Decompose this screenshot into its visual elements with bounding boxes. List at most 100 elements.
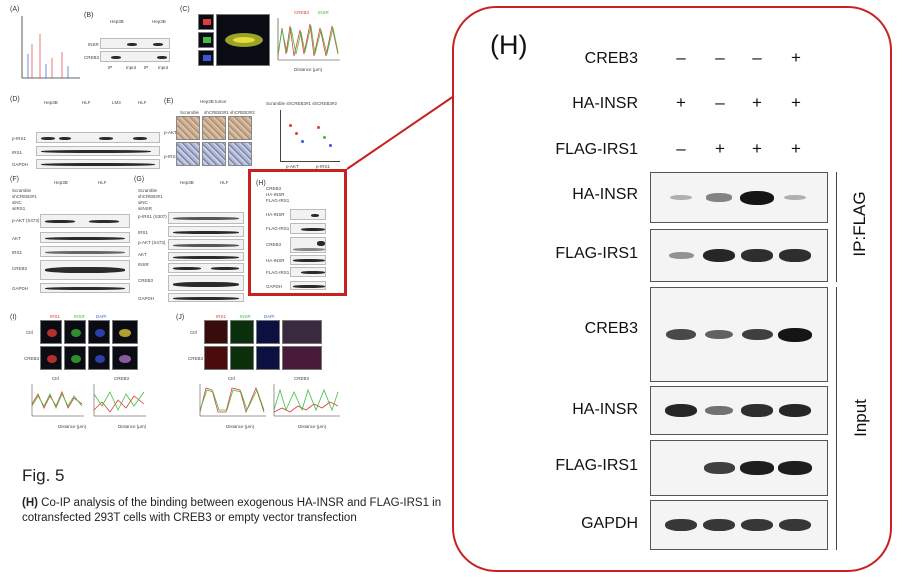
panel-e-row-pirs1: p-IRS1	[164, 154, 179, 159]
panel-j-img-7	[256, 346, 280, 370]
panel-g-row-3: p-AKT (S473)	[138, 240, 166, 245]
panel-e-header: Hep3B tumor	[200, 99, 227, 104]
panel-j-line-plots	[199, 384, 340, 417]
panel-b-footer-ip: IP	[108, 65, 113, 70]
panel-j-img-6	[230, 346, 254, 370]
panel-g-row-6: CREB3	[138, 278, 154, 283]
panel-e-ihc-1	[176, 116, 200, 140]
panel-i-img-7	[88, 346, 110, 370]
blot-band	[783, 194, 807, 201]
sign-creb3-2: –	[715, 48, 725, 67]
panel-j-ch-insr: INSR	[240, 314, 251, 319]
sign-flag-irs1-2: +	[715, 139, 725, 158]
panel-j-img-8	[282, 346, 322, 370]
panel-e-ihc-3	[228, 116, 252, 140]
panel-g-blot-2	[168, 226, 244, 237]
sign-flag-irs1-1: –	[676, 139, 686, 158]
blot-band	[703, 462, 735, 474]
blot-band	[664, 403, 698, 418]
panel-g-row-4: AKT	[138, 252, 147, 257]
panel-c-merge-image	[216, 14, 270, 66]
panel-g-row-2: IRS1	[138, 230, 149, 235]
panel-e-ihc-5	[202, 142, 226, 166]
panel-f-header-1: Hep3B	[54, 180, 68, 185]
panel-f-blot-2	[40, 232, 130, 243]
mass-spec-plot	[21, 16, 80, 79]
panel-i-ch-irs1: IRS1	[50, 314, 61, 319]
panel-d-row-gapdh: GAPDH	[12, 162, 29, 167]
panel-j-img-1	[204, 320, 228, 344]
panel-f-cond-2: shCREB3#1	[12, 194, 37, 199]
panel-label-j: (J)	[176, 314, 185, 321]
panel-b-header-1: Hep3B	[110, 19, 124, 24]
panel-g-blot-1	[168, 212, 244, 224]
panel-e-xcat-2: p-IRS1	[316, 164, 331, 169]
panel-d-blot-pirs1	[36, 132, 160, 143]
panel-i-ch-insr: INSR	[74, 314, 85, 319]
blot-band	[705, 193, 733, 202]
panel-i-img-5	[40, 346, 62, 370]
panel-j-img-2	[230, 320, 254, 344]
blot-label-creb3-input: CREB3	[584, 320, 638, 337]
panel-j-ch-dapi: DAPI	[264, 314, 275, 319]
panel-j-img-4	[282, 320, 322, 344]
panel-b-footer-ip2: IP	[144, 65, 149, 70]
sign-creb3-1: –	[676, 48, 686, 67]
panel-label-e: (E)	[164, 98, 174, 105]
blot-band	[741, 518, 773, 532]
panel-i-plot-creb3: CREB3	[114, 376, 130, 381]
blot-label-ha-insr-ip: HA-INSR	[572, 186, 638, 203]
panel-e-ihc-4	[176, 142, 200, 166]
panel-i-line-plots	[31, 384, 146, 417]
panel-f-blot-5	[40, 283, 130, 293]
panel-h-row-6: GAPDH	[266, 284, 283, 289]
panel-h-cond-3: FLAG-IRS1	[266, 198, 290, 203]
panel-h-blot-4	[290, 255, 326, 265]
blot-band	[669, 194, 693, 201]
panel-c-red-image	[198, 14, 214, 30]
panel-i-img-2	[64, 320, 86, 344]
panel-d-row-pirs1: p-IRS1	[12, 136, 27, 141]
blot-band	[702, 248, 736, 263]
panel-h-row-4: HA-INSR	[266, 258, 285, 263]
panel-g-cond-3: siNC	[138, 200, 148, 205]
panel-e-col-1: Scramble	[180, 110, 200, 115]
panel-i-img-1	[40, 320, 62, 344]
sign-flag-irs1-4: +	[791, 139, 801, 158]
panel-e-ihc-6	[228, 142, 252, 166]
blot-ip-ha-insr	[650, 172, 828, 223]
blot-input-creb3	[650, 287, 828, 382]
panel-j-img-5	[204, 346, 228, 370]
panel-g-blot-7	[168, 293, 244, 302]
blot-band	[778, 403, 812, 418]
panel-f-cond-3: siNC	[12, 200, 22, 205]
panel-g-header-2: HLF	[220, 180, 229, 185]
panel-d-header-3: LM3	[112, 100, 121, 105]
panel-h-row-2: FLAG-IRS1	[266, 226, 290, 231]
panel-f-row-5: GAPDH	[12, 286, 29, 291]
caption-text: Co-IP analysis of the binding between ex…	[22, 497, 442, 524]
panel-h-row-1: HA-INSR	[266, 212, 285, 217]
panel-g-blot-3	[168, 239, 244, 250]
panel-f-cond-4: siIRS1	[12, 206, 26, 211]
panel-h-row-5: FLAG-IRS1	[266, 270, 290, 275]
panel-h-blot-3	[290, 237, 326, 253]
panel-g-cond-4: siINSR	[138, 206, 153, 211]
panel-i-row-ctrl: Ctrl	[26, 330, 33, 335]
blot-input-gapdh	[650, 500, 828, 550]
panel-d-header-2: HLF	[82, 100, 91, 105]
panel-label-c: (C)	[180, 6, 190, 13]
sign-ha-insr-2: –	[715, 93, 725, 112]
panel-label-d: (D)	[10, 96, 20, 103]
panel-e-col-3: shCREB3#2	[230, 110, 255, 115]
group-label-ip-flag: IP:FLAG	[850, 191, 869, 257]
panel-d-row-irs1: IRS1	[12, 150, 23, 155]
panel-h-highlight	[248, 169, 347, 296]
sign-creb3-3: –	[752, 48, 762, 67]
sign-ha-insr-4: +	[791, 93, 801, 112]
panel-label-g: (G)	[134, 176, 145, 183]
panel-i-xlabel-2: Distance (μm)	[118, 424, 147, 429]
blot-band	[741, 328, 773, 341]
panel-label-h: (H)	[256, 180, 266, 187]
